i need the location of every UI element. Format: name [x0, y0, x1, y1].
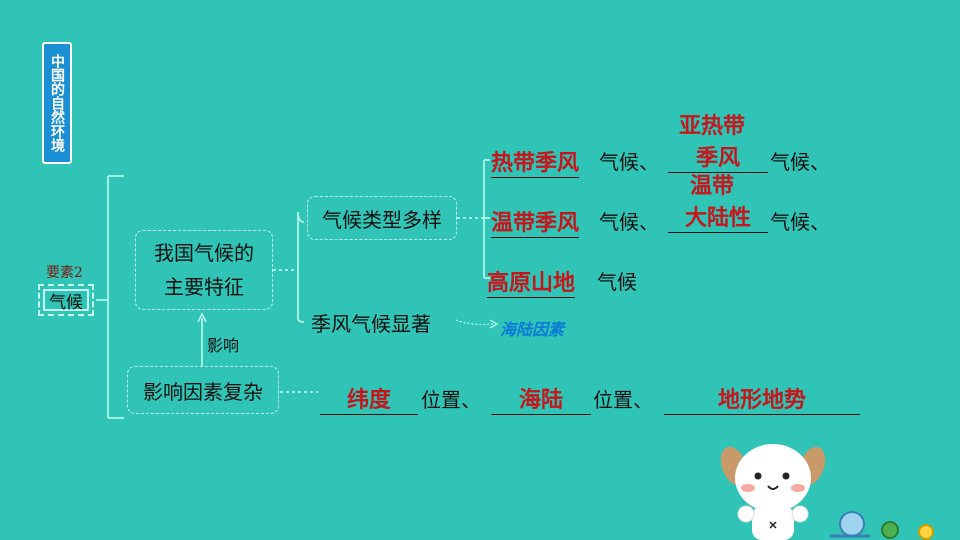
answer-sea-land: 海陆 [491, 382, 591, 415]
main-feature-line1: 我国气候的 [154, 241, 254, 265]
answer-temperate-monsoon: 温带季风 [491, 205, 580, 238]
row2-text2: 气候、 [770, 210, 830, 234]
influence-label: 影响 [207, 336, 240, 355]
factor-text2: 位置、 [593, 388, 653, 412]
answer-subtropical-monsoon: 季风 [668, 140, 768, 173]
main-feature-line2: 主要特征 [164, 275, 244, 299]
climate-node-label: 气候 [43, 289, 89, 313]
answer-latitude: 纬度 [320, 382, 418, 415]
answer-terrain: 地形地势 [664, 382, 860, 415]
element-tag: 要素2 [46, 265, 83, 281]
snail-decoration-image [830, 511, 934, 540]
monsoon-label: 季风气候显著 [311, 312, 431, 336]
cartoon-dog-image [720, 444, 826, 540]
climate-node: 气候 [38, 284, 94, 316]
answer-plateau-mountain: 高原山地 [487, 265, 576, 298]
row2-text1: 气候、 [599, 210, 659, 234]
sidebar-title: 中国的自然环境 [42, 42, 72, 164]
answer-subtropical-top: 亚热带 [679, 113, 746, 139]
row3-text1: 气候 [597, 270, 637, 294]
factor-text1: 位置、 [421, 388, 481, 412]
types-box: 气候类型多样 [307, 196, 457, 240]
answer-continental: 大陆性 [668, 200, 768, 233]
answer-tropical-monsoon: 热带季风 [491, 145, 580, 178]
main-feature-box: 我国气候的 主要特征 [135, 230, 273, 310]
monsoon-note: 海陆因素 [500, 320, 565, 339]
answer-temperate-top: 温带 [690, 173, 735, 199]
row1-text2: 气候、 [770, 150, 830, 174]
row1-text1: 气候、 [599, 150, 659, 174]
factor-box: 影响因素复杂 [127, 366, 279, 414]
